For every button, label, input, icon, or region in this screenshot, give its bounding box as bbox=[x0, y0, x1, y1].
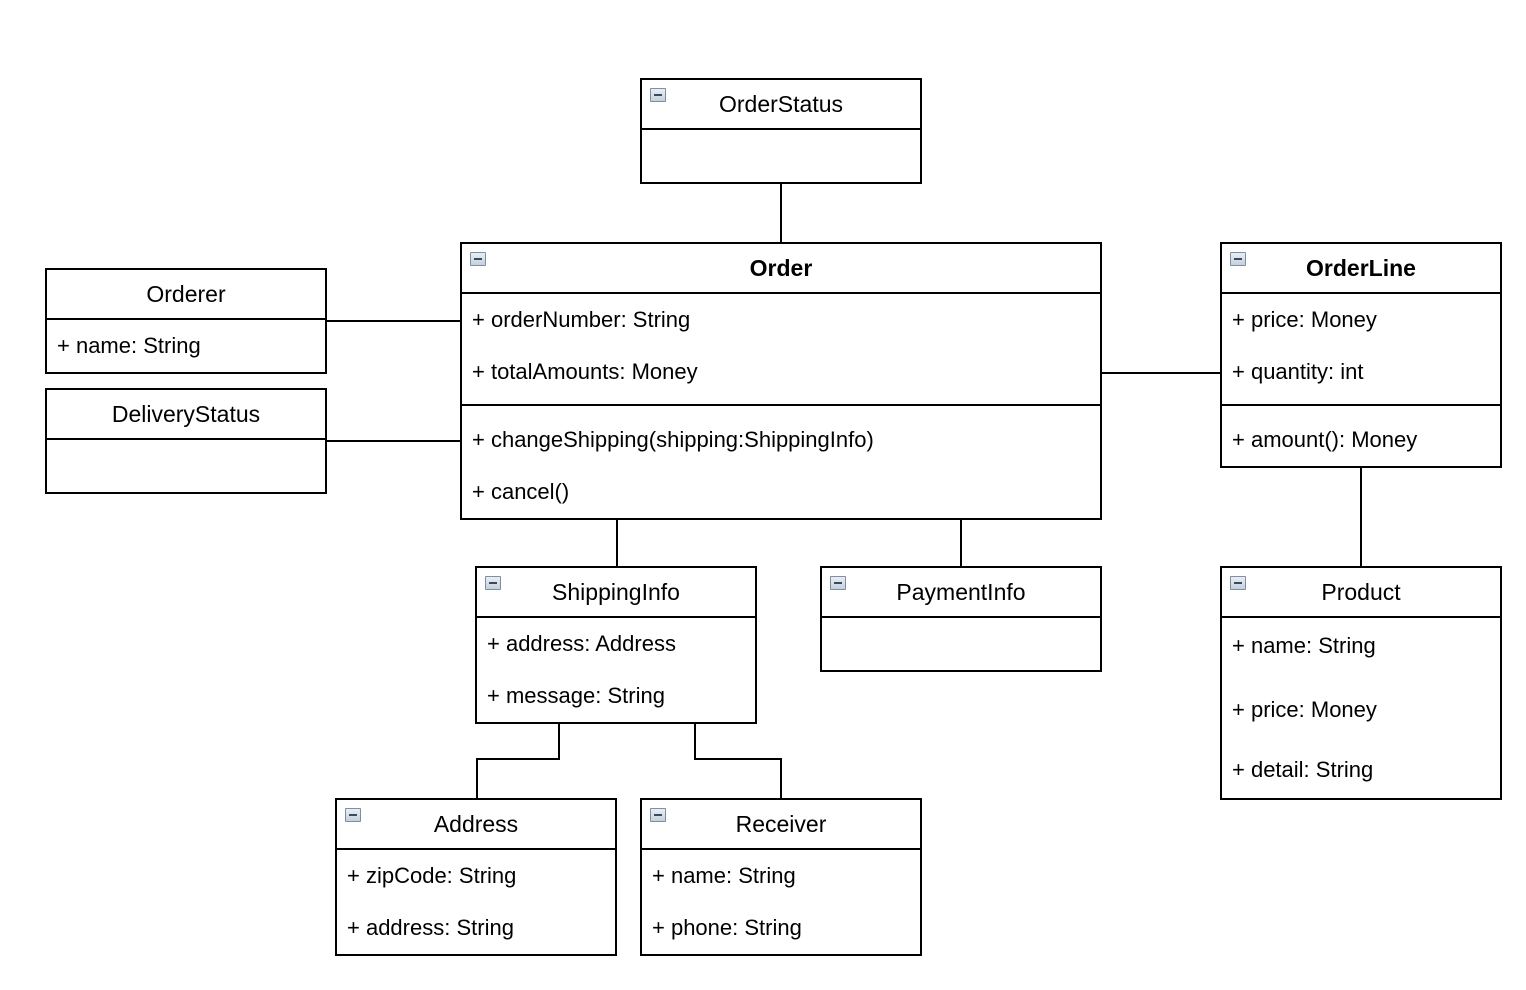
class-name: Product bbox=[1321, 578, 1401, 605]
attributes-compartment bbox=[47, 440, 325, 490]
attribute: + phone: String bbox=[652, 915, 802, 940]
attribute: + name: String bbox=[57, 333, 201, 358]
class-name: ShippingInfo bbox=[552, 578, 680, 605]
class-orderstatus[interactable]: OrderStatus bbox=[640, 78, 922, 184]
class-name: Orderer bbox=[146, 280, 226, 307]
collapse-icon[interactable] bbox=[830, 576, 846, 590]
attribute: + price: Money bbox=[1232, 697, 1377, 722]
class-address[interactable]: Address + zipCode: String + address: Str… bbox=[335, 798, 617, 956]
attribute: + orderNumber: String bbox=[472, 307, 691, 332]
collapse-icon[interactable] bbox=[485, 576, 501, 590]
operations-compartment: + changeShipping(shipping:ShippingInfo) … bbox=[462, 406, 1100, 518]
class-shippinginfo[interactable]: ShippingInfo + address: Address + messag… bbox=[475, 566, 757, 724]
class-header: Order bbox=[462, 244, 1100, 294]
attributes-compartment: + name: String bbox=[47, 320, 325, 372]
attribute: + message: String bbox=[487, 683, 665, 708]
attributes-compartment: + zipCode: String + address: String bbox=[337, 850, 615, 954]
class-product[interactable]: Product + name: String + price: Money + … bbox=[1220, 566, 1502, 800]
operation: + cancel() bbox=[472, 479, 570, 504]
attribute: + zipCode: String bbox=[347, 863, 517, 888]
attributes-compartment: + orderNumber: String + totalAmounts: Mo… bbox=[462, 294, 1100, 406]
attribute: + totalAmounts: Money bbox=[472, 359, 698, 384]
association-shippinginfo-receiver bbox=[694, 723, 782, 799]
class-orderline[interactable]: OrderLine + price: Money + quantity: int… bbox=[1220, 242, 1502, 468]
class-header: Receiver bbox=[642, 800, 920, 850]
attributes-compartment: + name: String + price: Money + detail: … bbox=[1222, 618, 1500, 796]
operations-compartment: + amount(): Money bbox=[1222, 406, 1500, 466]
class-name: PaymentInfo bbox=[896, 578, 1026, 605]
class-header: OrderLine bbox=[1222, 244, 1500, 294]
attribute: + quantity: int bbox=[1232, 359, 1364, 384]
class-order[interactable]: Order + orderNumber: String + totalAmoun… bbox=[460, 242, 1102, 520]
class-name: OrderLine bbox=[1306, 254, 1416, 281]
class-header: Address bbox=[337, 800, 615, 850]
class-header: ShippingInfo bbox=[477, 568, 755, 618]
attributes-compartment: + address: Address + message: String bbox=[477, 618, 755, 722]
attributes-compartment: + name: String + phone: String bbox=[642, 850, 920, 954]
attribute: + address: String bbox=[347, 915, 514, 940]
collapse-icon[interactable] bbox=[1230, 252, 1246, 266]
collapse-icon[interactable] bbox=[650, 88, 666, 102]
class-header: DeliveryStatus bbox=[47, 390, 325, 440]
collapse-icon[interactable] bbox=[345, 808, 361, 822]
attributes-compartment bbox=[642, 130, 920, 180]
class-name: Order bbox=[749, 254, 813, 281]
class-name: Receiver bbox=[735, 810, 827, 837]
association-shippinginfo-address bbox=[476, 723, 560, 799]
class-orderer[interactable]: Orderer + name: String bbox=[45, 268, 327, 374]
class-name: DeliveryStatus bbox=[111, 400, 261, 427]
class-receiver[interactable]: Receiver + name: String + phone: String bbox=[640, 798, 922, 956]
collapse-icon[interactable] bbox=[470, 252, 486, 266]
attribute: + name: String bbox=[652, 863, 796, 888]
class-header: PaymentInfo bbox=[822, 568, 1100, 618]
collapse-icon[interactable] bbox=[1230, 576, 1246, 590]
class-name: Address bbox=[433, 810, 519, 837]
class-name: OrderStatus bbox=[719, 90, 843, 117]
class-deliverystatus[interactable]: DeliveryStatus bbox=[45, 388, 327, 494]
attribute: + detail: String bbox=[1232, 757, 1374, 782]
attributes-compartment: + price: Money + quantity: int bbox=[1222, 294, 1500, 406]
operation: + changeShipping(shipping:ShippingInfo) bbox=[472, 427, 874, 452]
attributes-compartment bbox=[822, 618, 1100, 668]
collapse-icon[interactable] bbox=[650, 808, 666, 822]
attribute: + price: Money bbox=[1232, 307, 1377, 332]
class-header: Orderer bbox=[47, 270, 325, 320]
class-header: Product bbox=[1222, 568, 1500, 618]
class-header: OrderStatus bbox=[642, 80, 920, 130]
operation: + amount(): Money bbox=[1232, 427, 1418, 452]
class-paymentinfo[interactable]: PaymentInfo bbox=[820, 566, 1102, 672]
attribute: + address: Address bbox=[487, 631, 676, 656]
attribute: + name: String bbox=[1232, 633, 1376, 658]
